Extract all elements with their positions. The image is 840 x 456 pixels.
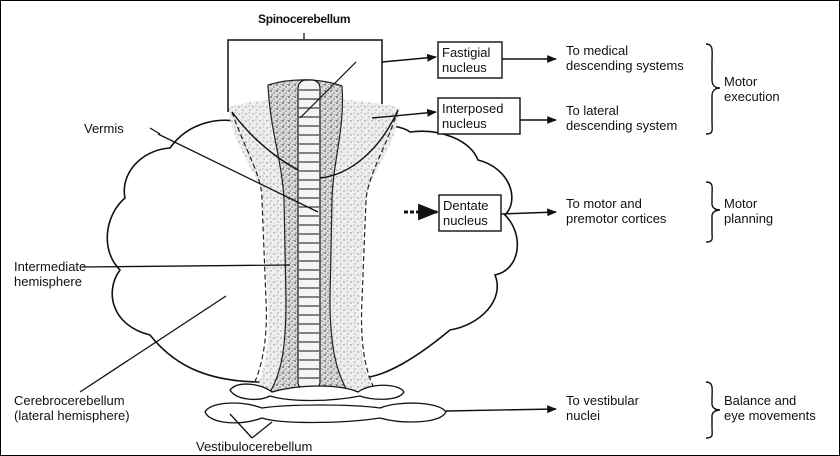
vestibular-target-label: To vestibular nuclei bbox=[566, 393, 639, 423]
vermis-label: Vermis bbox=[84, 121, 124, 136]
intermediate-hemisphere-label: Intermediate hemisphere bbox=[14, 259, 86, 289]
flocculonodular-lower bbox=[205, 403, 446, 423]
vermis-ladder bbox=[298, 80, 320, 390]
arrow-to-fastigial bbox=[382, 57, 436, 62]
leader-vestibulocerebellum-b bbox=[252, 422, 272, 438]
motor-execution-label: Motor execution bbox=[724, 74, 780, 104]
leader-cerebrocerebellum bbox=[80, 296, 226, 392]
spinocerebellum-label: Spinocerebellum bbox=[258, 12, 350, 26]
leader-intermediate bbox=[82, 265, 290, 267]
cerebrocerebellum-label: Cerebrocerebellum (lateral hemisphere) bbox=[14, 393, 130, 423]
brace-balance bbox=[706, 382, 720, 438]
arrow-dentate-target bbox=[501, 212, 556, 214]
interposed-nucleus-label: Interposed nucleus bbox=[442, 101, 503, 131]
balance-eye-label: Balance and eye movements bbox=[724, 393, 816, 423]
brace-planning bbox=[706, 182, 720, 242]
flocculonodular-upper bbox=[230, 384, 404, 400]
interposed-target-label: To lateral descending system bbox=[566, 103, 677, 133]
dentate-target-label: To motor and premotor cortices bbox=[566, 196, 666, 226]
leader-vermis-tick bbox=[150, 128, 160, 134]
arrow-vestibular-target bbox=[446, 409, 556, 411]
dentate-nucleus-label: Dentate nucleus bbox=[443, 198, 489, 228]
brace-execution bbox=[706, 44, 720, 134]
motor-planning-label: Motor planning bbox=[724, 196, 773, 226]
fastigial-target-label: To medical descending systems bbox=[566, 43, 684, 73]
vestibulocerebellum-label: Vestibulocerebellum bbox=[196, 439, 312, 454]
fastigial-nucleus-label: Fastigial nucleus bbox=[442, 45, 490, 75]
